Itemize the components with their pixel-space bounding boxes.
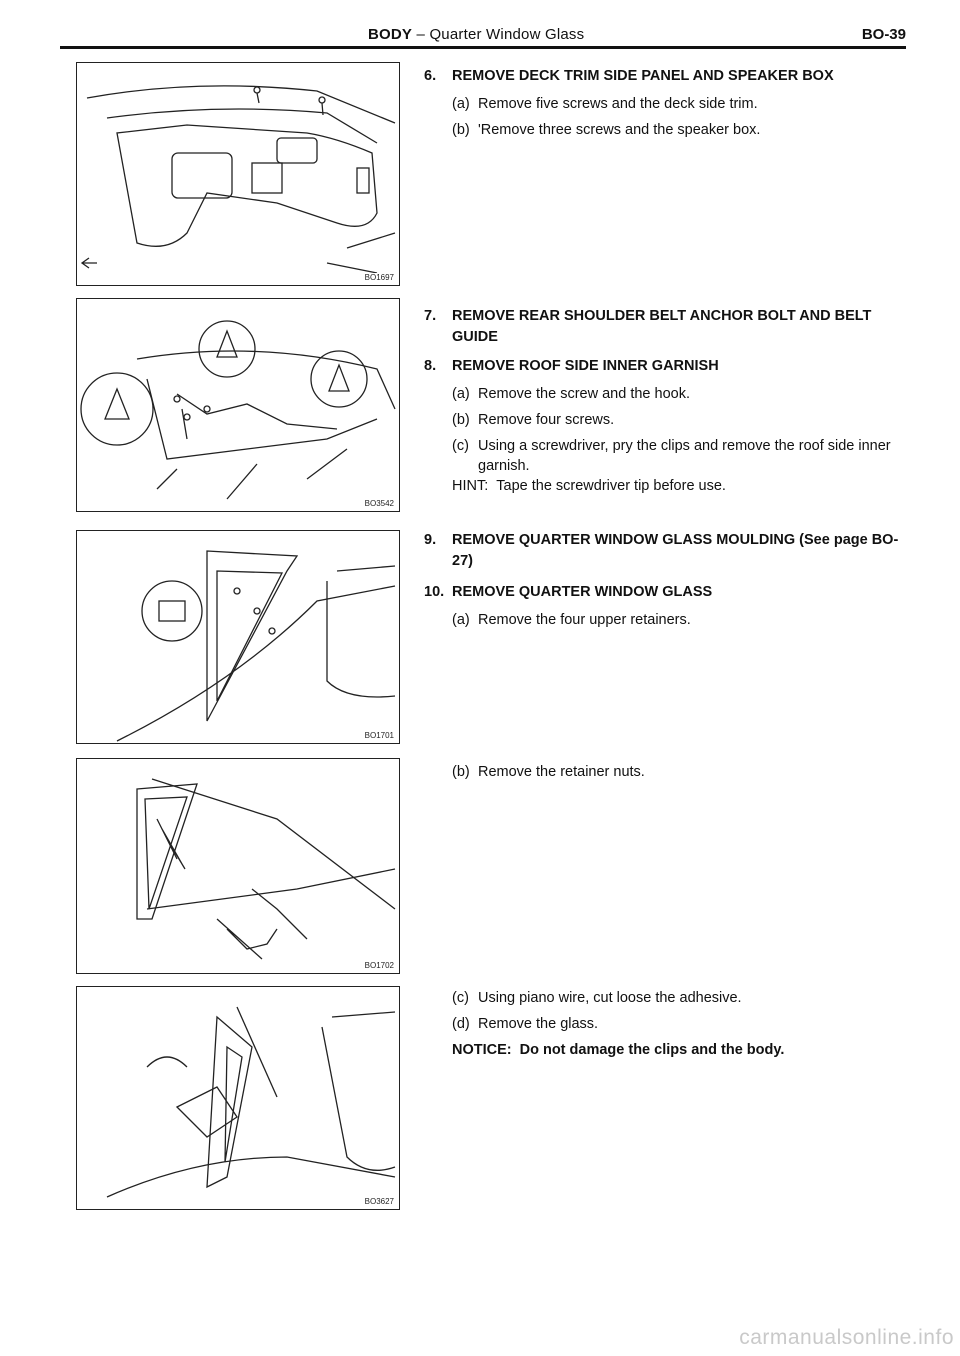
figure-code: BO1702 <box>363 961 395 970</box>
watermark: carmanualsonline.info <box>739 1326 954 1349</box>
substep-text: Using a screwdriver, pry the clips and r… <box>478 438 891 474</box>
substep-8b: (b) Remove four screws. <box>452 410 914 430</box>
substep-label: (b) <box>452 122 470 138</box>
window-moulding-illustration <box>116 550 396 742</box>
hint-text: Tape the screwdriver tip before use. <box>496 478 726 494</box>
substep-label: (b) <box>452 412 470 428</box>
step-title: REMOVE REAR SHOULDER BELT ANCHOR BOLT AN… <box>452 308 872 345</box>
step-number: 6. <box>424 68 437 84</box>
substep-10c: (c) Using piano wire, cut loose the adhe… <box>452 988 914 1008</box>
substep-6a: (a) Remove five screws and the deck side… <box>452 94 914 114</box>
roof-garnish-illustration <box>80 320 396 500</box>
step-7-heading: 7. REMOVE REAR SHOULDER BELT ANCHOR BOLT… <box>424 306 914 348</box>
substep-10b: (b) Remove the retainer nuts. <box>452 762 914 782</box>
step-10-heading: 10. REMOVE QUARTER WINDOW GLASS <box>424 582 914 603</box>
substep-10d: (d) Remove the glass. <box>452 1014 914 1034</box>
substep-label: (d) <box>452 1016 470 1032</box>
substep-text: Remove the four upper retainers. <box>478 612 691 628</box>
step-number: 9. <box>424 532 437 548</box>
figure-window-moulding: BO1701 <box>76 530 400 744</box>
deck-trim-illustration <box>80 85 396 274</box>
step-number: 10. <box>424 584 445 600</box>
substep-label: (c) <box>452 438 469 454</box>
substep-8c: (c) Using a screwdriver, pry the clips a… <box>452 436 914 476</box>
step-title: REMOVE QUARTER WINDOW GLASS <box>452 584 713 600</box>
substep-8a: (a) Remove the screw and the hook. <box>452 384 914 404</box>
hint: HINT: Tape the screwdriver tip before use… <box>452 478 914 498</box>
figure-retainer-nuts: BO1702 <box>76 758 400 974</box>
figure-roof-garnish: BO3542 <box>76 298 400 512</box>
page-header: BODY – Quarter Window Glass BO-39 <box>60 26 906 48</box>
piano-wire-illustration <box>106 1006 396 1198</box>
step-6-heading: 6. REMOVE DECK TRIM SIDE PANEL AND SPEAK… <box>424 66 914 87</box>
substep-text: Remove the retainer nuts. <box>478 764 645 780</box>
substep-label: (a) <box>452 96 470 112</box>
hint-label: HINT: <box>452 478 489 494</box>
figure-code: BO3542 <box>363 499 395 508</box>
substep-label: (c) <box>452 990 469 1006</box>
substep-text: Remove four screws. <box>478 412 615 428</box>
notice-text: Do not damage the clips and the body. <box>519 1042 785 1058</box>
figure-code: BO1701 <box>363 731 395 740</box>
header-title: BODY – Quarter Window Glass <box>368 26 584 43</box>
step-number: 7. <box>424 308 437 324</box>
substep-label: (a) <box>452 386 470 402</box>
header-rule <box>60 46 906 49</box>
notice-label: NOTICE: <box>452 1042 512 1058</box>
substep-text: Remove five screws and the deck side tri… <box>478 96 758 112</box>
figure-code: BO3627 <box>363 1197 395 1206</box>
header-separator: – <box>416 26 426 43</box>
figure-code: BO1697 <box>363 273 395 282</box>
substep-label: (b) <box>452 764 470 780</box>
step-number: 8. <box>424 358 437 374</box>
substep-text: Remove the screw and the hook. <box>478 386 690 402</box>
step-9-heading: 9. REMOVE QUARTER WINDOW GLASS MOULDING … <box>424 530 914 572</box>
substep-text: 'Remove three screws and the speaker box… <box>478 122 761 138</box>
substep-text: Using piano wire, cut loose the adhesive… <box>478 990 742 1006</box>
step-title: REMOVE DECK TRIM SIDE PANEL AND SPEAKER … <box>452 68 834 84</box>
substep-6b: (b) 'Remove three screws and the speaker… <box>452 120 914 140</box>
figure-deck-trim: BO1697 <box>76 62 400 286</box>
substep-text: Remove the glass. <box>478 1016 599 1032</box>
figure-piano-wire: BO3627 <box>76 986 400 1210</box>
substep-label: (a) <box>452 612 470 628</box>
step-title: REMOVE ROOF SIDE INNER GARNISH <box>452 358 719 374</box>
substep-10a: (a) Remove the four upper retainers. <box>452 610 914 630</box>
notice: NOTICE: Do not damage the clips and the b… <box>452 1042 914 1062</box>
step-8-heading: 8. REMOVE ROOF SIDE INNER GARNISH <box>424 356 914 377</box>
page-number: BO-39 <box>861 26 906 43</box>
header-section: BODY <box>368 26 413 43</box>
header-subtitle: Quarter Window Glass <box>429 26 585 43</box>
step-title: REMOVE QUARTER WINDOW GLASS MOULDING (Se… <box>452 532 899 569</box>
retainer-nuts-illustration <box>136 778 396 960</box>
